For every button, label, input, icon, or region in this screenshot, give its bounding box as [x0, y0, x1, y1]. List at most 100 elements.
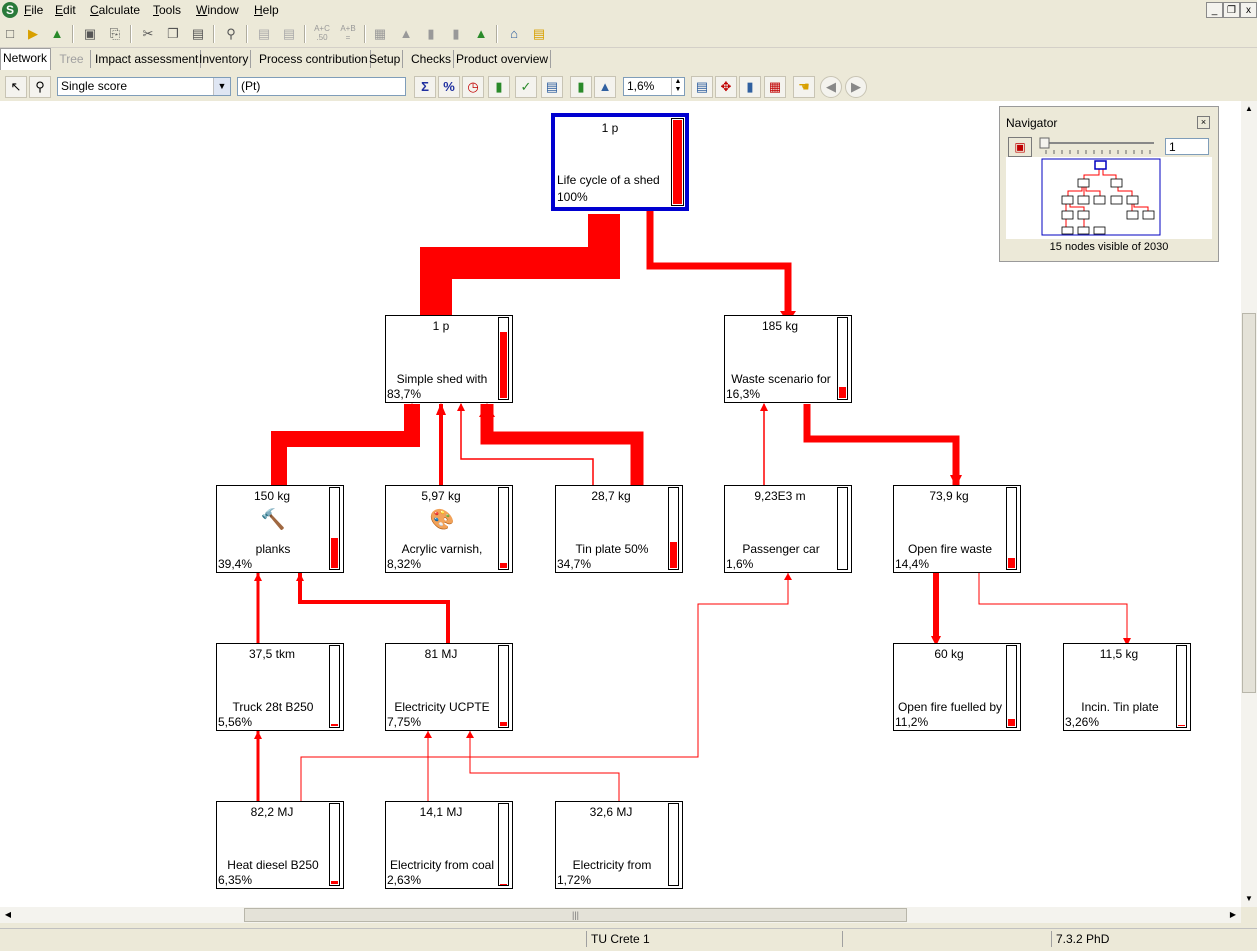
layout-icon[interactable]: ▮ — [739, 76, 761, 98]
fit-to-window-icon[interactable]: ▣ — [1008, 137, 1032, 157]
restore-button[interactable]: ❐ — [1223, 2, 1240, 18]
bar-icon[interactable]: ▮ — [570, 76, 592, 98]
menu-edit[interactable]: Edit — [55, 3, 76, 17]
tab-network[interactable]: Network — [0, 48, 51, 70]
network-icon[interactable]: ▦ — [373, 26, 387, 41]
node-heat-diesel[interactable]: 82,2 MJ Heat diesel B250 6,35% — [216, 801, 344, 889]
zoom-value: 1,6% — [627, 79, 655, 93]
pointer-icon[interactable]: ↖ — [5, 76, 27, 98]
node-electricity-coal[interactable]: 14,1 MJ Electricity from coal 2,63% — [385, 801, 513, 889]
vertical-scrollbar[interactable]: ▲ ▼ — [1241, 101, 1257, 907]
save-icon[interactable]: ▣ — [83, 26, 97, 41]
bar-chart2-icon[interactable]: ▮ — [452, 26, 460, 41]
close-button[interactable]: x — [1240, 2, 1257, 18]
center-icon[interactable]: ✥ — [715, 76, 737, 98]
node-waste-scenario[interactable]: 185 kg Waste scenario for 16,3% — [724, 315, 852, 403]
zoom-spinner-icon[interactable]: ▲▼ — [671, 78, 684, 95]
sigma-button[interactable]: Σ — [414, 76, 436, 98]
menu-tools[interactable]: Tools — [153, 3, 182, 17]
tree-icon[interactable]: ▲ — [399, 26, 413, 41]
zoom-field[interactable]: 1,6% ▲▼ — [623, 77, 685, 96]
node-score-bar — [668, 803, 679, 886]
arrow-head — [784, 573, 792, 580]
import-icon[interactable]: ▲ — [50, 26, 64, 41]
close-icon[interactable]: × — [1197, 116, 1210, 129]
copy-icon[interactable]: ❐ — [167, 26, 179, 41]
node-score-bar — [329, 487, 340, 570]
vertical-scroll-thumb[interactable] — [1242, 313, 1256, 693]
node-incin-tin-plate[interactable]: 11,5 kg Incin. Tin plate 3,26% — [1063, 643, 1191, 731]
scroll-right-icon[interactable]: ▶ — [1229, 910, 1237, 919]
menu-file[interactable]: File — [24, 3, 44, 17]
node-tin-plate[interactable]: 28,7 kg Tin plate 50% 34,7% — [555, 485, 683, 573]
new-icon[interactable]: □ — [6, 26, 14, 41]
cut-icon[interactable]: ✂ — [142, 26, 154, 41]
tab-impact-assessment[interactable]: Impact assessment — [93, 50, 202, 68]
zoom-icon[interactable]: ⚲ — [29, 76, 51, 98]
percent-button[interactable]: % — [438, 76, 460, 98]
paste-icon[interactable]: ▤ — [191, 26, 205, 41]
node-simple-shed[interactable]: 1 p Simple shed with 83,7% — [385, 315, 513, 403]
window-icon[interactable]: ▤ — [691, 76, 713, 98]
cutoff-icon[interactable]: ◷ — [462, 76, 484, 98]
print-icon[interactable]: ⎘ — [109, 26, 121, 41]
node-life-cycle[interactable]: 1 p Life cycle of a shed 100% — [551, 113, 689, 211]
find-icon[interactable]: ⚲ — [226, 26, 236, 41]
arrow-head — [254, 731, 262, 739]
arrow-head — [436, 403, 446, 415]
flow-tin-to-shed — [480, 404, 644, 485]
bar-chart-icon[interactable]: ▮ — [427, 26, 435, 41]
node-open-fire-fuelled[interactable]: 60 kg Open fire fuelled by 11,2% — [893, 643, 1021, 731]
horizontal-scrollbar[interactable]: ◀ ||| ▶ — [0, 907, 1241, 923]
back-hand-icon[interactable]: ☚ — [793, 76, 815, 98]
tab-setup[interactable]: Setup — [367, 50, 404, 68]
scroll-up-icon[interactable]: ▲ — [1245, 104, 1253, 113]
node-electricity-from[interactable]: 32,6 MJ Electricity from 1,72% — [555, 801, 683, 889]
grid-icon[interactable]: ▦ — [764, 76, 786, 98]
tab-product-overview[interactable]: Product overview — [454, 50, 552, 68]
node-passenger-car[interactable]: 9,23E3 m Passenger car 1,6% — [724, 485, 852, 573]
chevron-down-icon[interactable]: ▼ — [213, 78, 230, 95]
menu-calculate[interactable]: Calculate — [90, 3, 141, 17]
forward-icon[interactable]: ▶ — [845, 76, 867, 98]
open-icon[interactable]: ▶ — [28, 26, 38, 41]
tree-view-icon[interactable]: ▲ — [594, 76, 616, 98]
node-planks[interactable]: 150 kg 🔨 planks 39,4% — [216, 485, 344, 573]
node-truck[interactable]: 37,5 tkm Truck 28t B250 5,56% — [216, 643, 344, 731]
calc-a-icon[interactable]: A+C .50 — [314, 24, 330, 42]
arrow-head — [760, 403, 768, 411]
home-icon[interactable]: ⌂ — [510, 26, 518, 41]
legend-icon[interactable]: ▤ — [541, 76, 563, 98]
menu-window[interactable]: Window — [196, 3, 239, 17]
node-name: Open fire fuelled by — [897, 700, 1003, 714]
navigator-zoom-input[interactable]: 1 — [1165, 138, 1209, 155]
chart-icon[interactable]: ▮ — [488, 76, 510, 98]
toolbar-separator — [496, 25, 498, 43]
process-icon[interactable]: ▤ — [257, 26, 271, 41]
folder-icon[interactable]: ▤ — [532, 26, 546, 41]
navigator-zoom-slider[interactable] — [1038, 137, 1156, 155]
flow-elecfrom-to-elec — [469, 731, 620, 801]
minimize-button[interactable]: _ — [1206, 2, 1223, 18]
tab-process-contribution[interactable]: Process contribution — [257, 50, 371, 68]
tab-checks[interactable]: Checks — [409, 50, 455, 68]
horizontal-scroll-thumb[interactable]: ||| — [244, 908, 907, 922]
tab-inventory[interactable]: Inventory — [197, 50, 252, 68]
navigator-minimap[interactable] — [1006, 157, 1212, 239]
back-icon[interactable]: ◀ — [820, 76, 842, 98]
process2-icon[interactable]: ▤ — [282, 26, 296, 41]
node-open-fire-waste[interactable]: 73,9 kg Open fire waste 14,4% — [893, 485, 1021, 573]
method-select[interactable]: Single score ▼ — [57, 77, 231, 96]
check-icon[interactable]: ✓ — [515, 76, 537, 98]
node-acrylic-varnish[interactable]: 5,97 kg 🎨 Acrylic varnish, 8,32% — [385, 485, 513, 573]
node-electricity-ucpte[interactable]: 81 MJ Electricity UCPTE 7,75% — [385, 643, 513, 731]
app-icon[interactable]: S — [2, 2, 18, 18]
calc-b-icon[interactable]: A+B = — [340, 24, 356, 42]
scroll-down-icon[interactable]: ▼ — [1245, 894, 1253, 903]
tab-tree[interactable]: Tree — [53, 50, 91, 68]
scroll-left-icon[interactable]: ◀ — [4, 910, 12, 919]
menu-help[interactable]: Help — [254, 3, 279, 17]
node-percent: 6,35% — [218, 873, 253, 887]
unit-field[interactable]: (Pt) — [237, 77, 406, 96]
pyramid-icon[interactable]: ▲ — [474, 26, 488, 41]
